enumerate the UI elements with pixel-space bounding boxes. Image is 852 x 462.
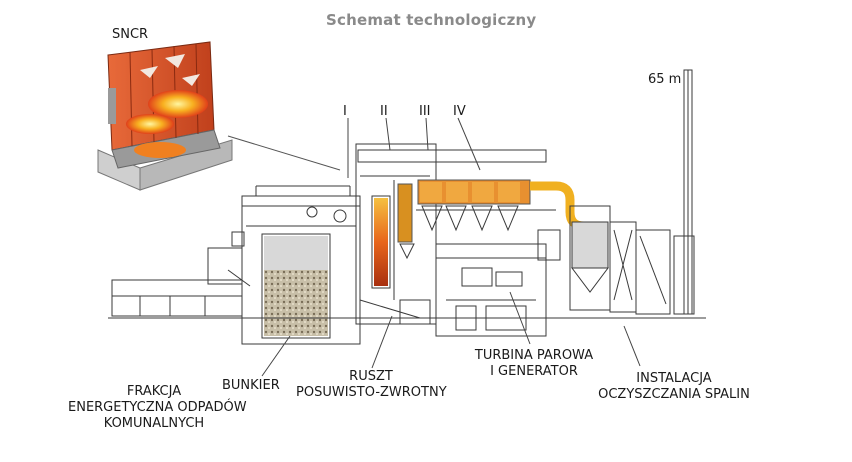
- frakcja-line-1: FRAKCJA: [126, 384, 182, 399]
- turbina-leader: [509, 291, 531, 345]
- instalacja-line-1: INSTALACJA: [636, 371, 712, 386]
- stage-2-leader: [385, 117, 391, 151]
- stage-3-leader: [425, 117, 429, 151]
- frakcja-label: FRAKCJA ENERGETYCZNA ODPADÓW KOMUNALNYCH: [68, 384, 247, 432]
- stage-4-label: IV: [453, 104, 466, 119]
- sncr-leader-line: [227, 135, 341, 171]
- stage-3-label: III: [419, 104, 431, 119]
- instalacja-line-2: OCZYSZCZANIA SPALIN: [598, 387, 750, 402]
- boiler-pass-2: [397, 183, 413, 243]
- sncr-inset: [97, 41, 233, 191]
- waste-delivery: [111, 231, 251, 317]
- waste-pile: [264, 270, 328, 336]
- frakcja-line-2: ENERGETYCZNA ODPADÓW: [68, 400, 247, 415]
- turbina-label: TURBINA PAROWA I GENERATOR: [470, 348, 598, 380]
- flue-gas-cleaning: [569, 205, 695, 315]
- turbine-hall: [435, 229, 561, 337]
- diagram-title: Schemat technologiczny: [326, 11, 537, 29]
- instalacja-label: INSTALACJA OCZYSZCZANIA SPALIN: [592, 371, 756, 403]
- furnace-flame: [374, 198, 388, 286]
- stack-height-label: 65 m: [648, 72, 682, 87]
- ruszt-leader: [371, 315, 393, 369]
- stack: [683, 69, 693, 315]
- stage-2-label: II: [380, 104, 388, 119]
- economizer: [417, 179, 531, 205]
- ash-hoppers: [399, 205, 556, 260]
- stage-1-label: I: [343, 104, 347, 119]
- ruszt-line-2: POSUWISTO-ZWROTNY: [296, 385, 447, 400]
- bunker-interior: [264, 236, 328, 270]
- turbina-line-2: I GENERATOR: [490, 364, 578, 379]
- turbina-line-1: TURBINA PAROWA: [474, 348, 594, 363]
- bunkier-label: BUNKIER: [222, 378, 280, 393]
- frakcja-line-3: KOMUNALNYCH: [103, 416, 205, 431]
- ruszt-line-1: RUSZT: [349, 369, 393, 384]
- bunker-building: [241, 185, 361, 345]
- bunkier-leader: [261, 335, 291, 377]
- ruszt-label: RUSZT POSUWISTO-ZWROTNY: [296, 369, 447, 401]
- instalacja-leader: [623, 325, 641, 367]
- boiler-hall: [355, 143, 547, 325]
- stage-4-leader: [457, 117, 481, 171]
- sncr-label: SNCR: [112, 27, 149, 42]
